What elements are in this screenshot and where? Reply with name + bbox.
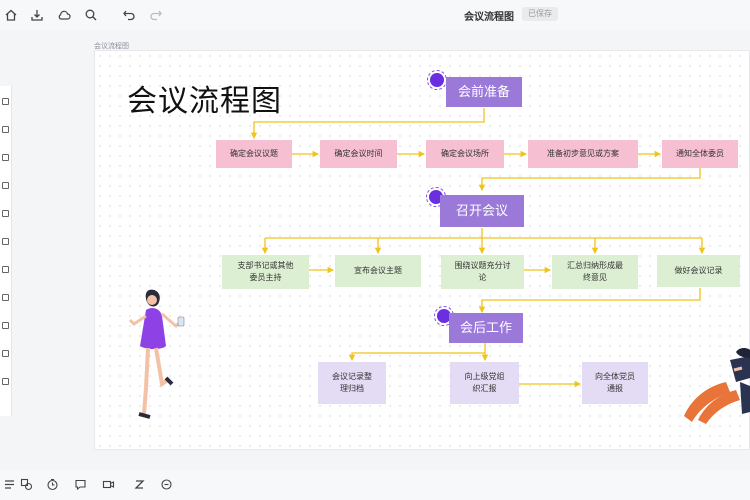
collaborator-dot-icon (429, 190, 443, 204)
comment-icon[interactable] (74, 478, 88, 492)
canvas-title[interactable]: 会议流程图 (127, 84, 282, 119)
step-node[interactable]: 确定会议时间 (320, 140, 397, 168)
step-node[interactable]: 通知全体委员 (662, 140, 738, 168)
collaborator-dot-icon (437, 309, 451, 323)
hub-after-meeting[interactable]: 会后工作 (449, 313, 523, 343)
step-node[interactable]: 围绕议题充分讨论 (441, 255, 524, 289)
template-tool-icon[interactable] (2, 350, 9, 357)
shape-tool-icon[interactable] (2, 154, 9, 161)
hub-prepare[interactable]: 会前准备 (446, 77, 522, 107)
sitting-person-illustration (684, 348, 750, 424)
step-node[interactable]: 准备初步意见或方案 (528, 140, 638, 168)
hub-hold-meeting[interactable]: 召开会议 (440, 195, 524, 227)
select-tool-icon[interactable] (2, 98, 9, 105)
save-status-badge: 已保存 (522, 7, 558, 21)
download-icon[interactable] (29, 7, 45, 23)
step-node[interactable]: 汇总归纳形成最终意见 (552, 255, 638, 289)
outline-icon[interactable] (3, 478, 17, 492)
bottom-toolbar (0, 470, 750, 500)
timer-icon[interactable] (46, 478, 60, 492)
breadcrumb[interactable]: 会议流程图 (94, 43, 129, 50)
step-node[interactable]: 向上级党组织汇报 (450, 362, 519, 404)
step-node[interactable]: 宣布会议主题 (335, 255, 421, 287)
reset-icon[interactable] (160, 478, 174, 492)
table-tool-icon[interactable] (2, 266, 9, 273)
cloud-icon[interactable] (56, 7, 72, 23)
image-tool-icon[interactable] (2, 210, 9, 217)
step-node[interactable]: 确定会议议题 (216, 140, 292, 168)
sticky-tool-icon[interactable] (2, 238, 9, 245)
text-tool-icon[interactable] (2, 126, 9, 133)
frame-tool-icon[interactable] (2, 322, 9, 329)
video-icon[interactable] (102, 478, 116, 492)
step-node[interactable]: 支部书记或其他委员主持 (222, 255, 309, 289)
left-tool-rail (0, 86, 12, 416)
collaborator-dot-icon (430, 73, 444, 87)
step-node[interactable]: 向全体党员通报 (582, 362, 648, 404)
pen-tool-icon[interactable] (2, 294, 9, 301)
home-icon[interactable] (3, 7, 19, 23)
step-node[interactable]: 做好会议记录 (657, 255, 740, 287)
document-title[interactable]: 会议流程图 (464, 12, 514, 23)
step-node[interactable]: 确定会议场所 (426, 140, 504, 168)
step-node[interactable]: 会议记录整理归档 (318, 362, 386, 404)
line-tool-icon[interactable] (2, 182, 9, 189)
top-toolbar: 会议流程图 已保存 (0, 0, 750, 30)
more-tools-icon[interactable] (2, 378, 9, 385)
undo-icon[interactable] (121, 7, 137, 23)
woman-with-phone-illustration (128, 289, 185, 419)
redo-icon[interactable] (148, 7, 164, 23)
search-icon[interactable] (83, 7, 99, 23)
text-icon[interactable] (133, 478, 147, 492)
shapes-icon[interactable] (20, 478, 34, 492)
